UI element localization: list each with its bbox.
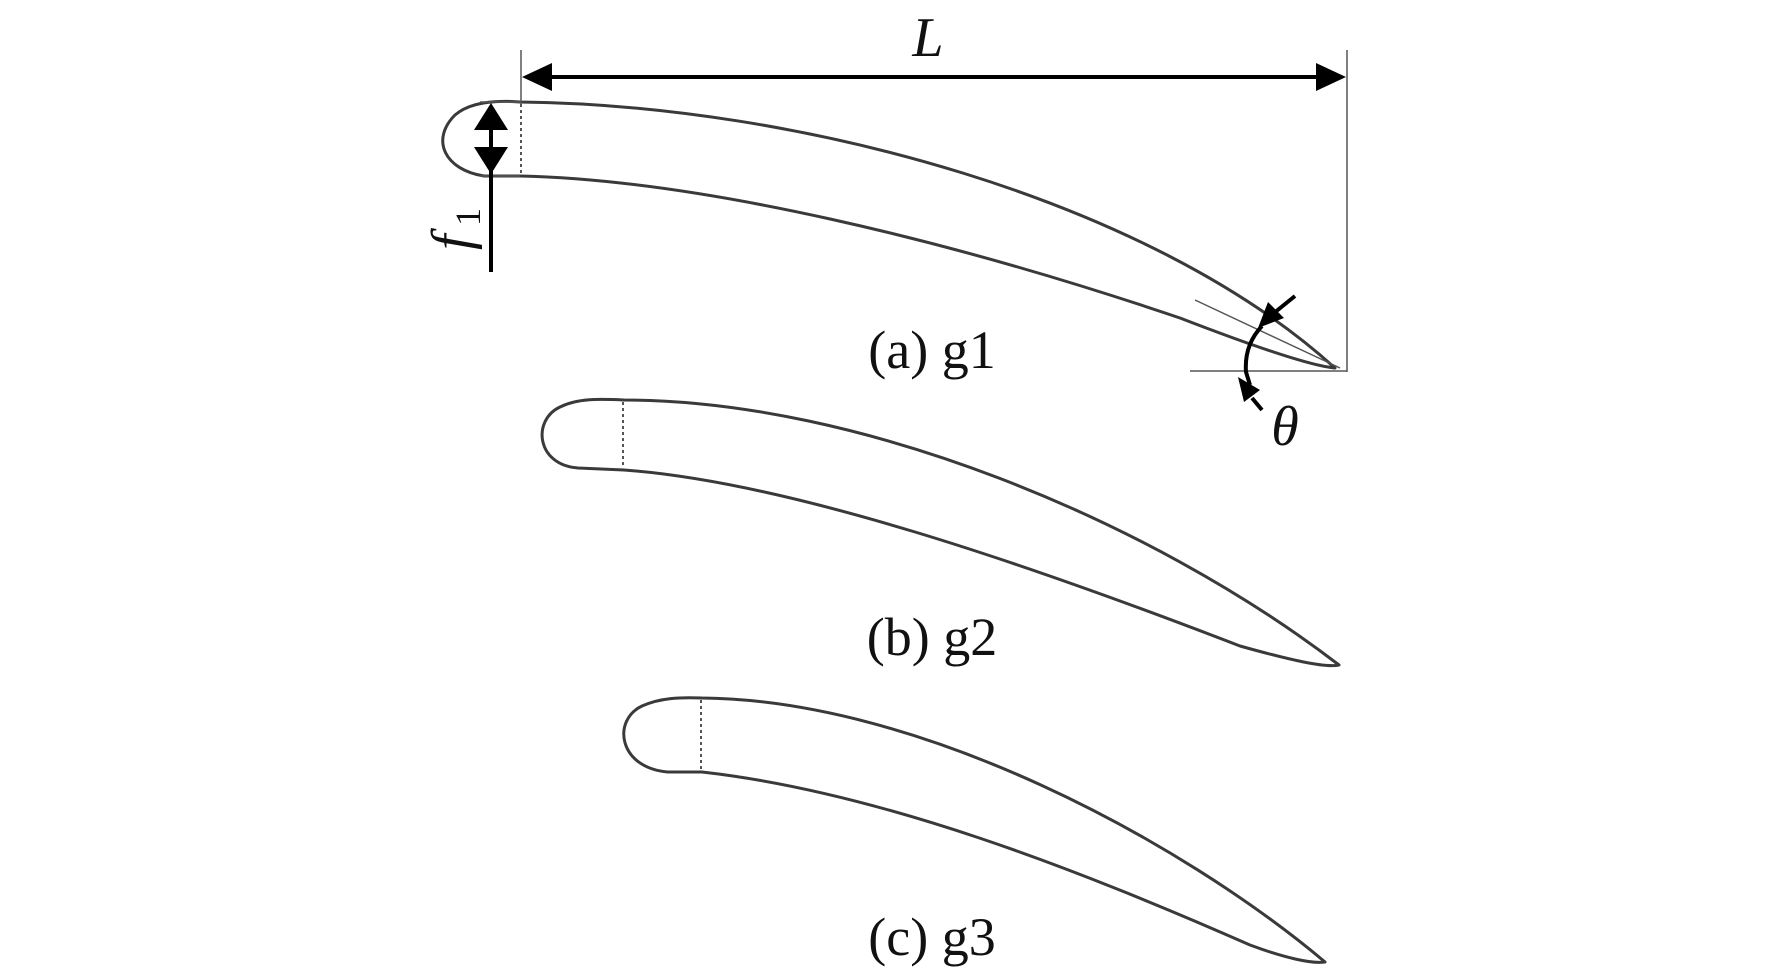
angle-label: θ [1271, 396, 1299, 458]
blade-profile-g2 [540, 397, 1341, 668]
thickness-arrow-top [474, 103, 508, 130]
theta-arrow-top-shaft [1272, 294, 1297, 315]
panel-g1: L f 1 θ (a) g1 [421, 7, 1348, 458]
length-arrow-right [1316, 63, 1346, 91]
length-arrow-left [522, 63, 552, 91]
thickness-label: f 1 [421, 208, 488, 250]
svg-text:1: 1 [448, 208, 488, 226]
caption-g3: (c) g3 [868, 907, 995, 967]
length-label: L [911, 7, 943, 69]
panel-g3: (c) g3 [622, 696, 1327, 967]
caption-g2: (b) g2 [867, 607, 997, 667]
theta-arc [1243, 324, 1264, 386]
theta-arrow-top [1258, 302, 1284, 328]
svg-text:f: f [421, 227, 483, 250]
theta-arrow-bottom-shaft [1250, 396, 1264, 412]
theta-arrow-bottom [1238, 377, 1260, 402]
blade-profile-g1 [441, 99, 1337, 370]
caption-g1: (a) g1 [868, 320, 995, 380]
panel-g2: (b) g2 [540, 397, 1341, 668]
thickness-arrow-mid [474, 147, 508, 174]
theta-tangent-line [1194, 299, 1341, 369]
blade-profile-g3 [622, 696, 1327, 964]
